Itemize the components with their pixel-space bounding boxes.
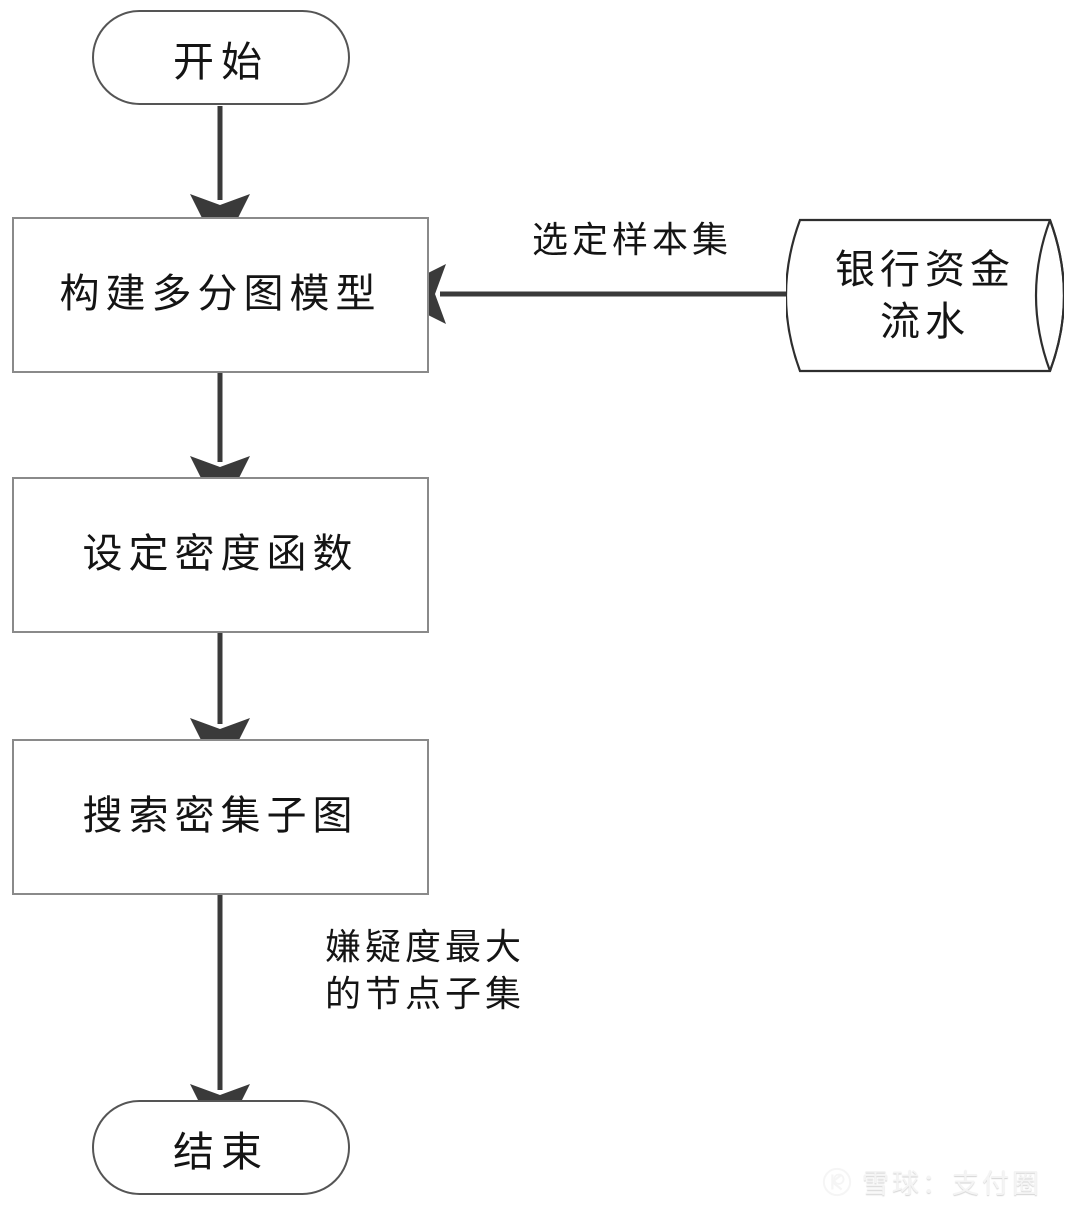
node-density-function-label: 设定密度函数 <box>82 531 359 578</box>
node-search-subgraph-label: 搜索密集子图 <box>82 793 359 840</box>
watermark-text: 雪球：支付圈 <box>862 1169 1042 1200</box>
node-end-label: 结束 <box>173 1127 269 1176</box>
node-build-model-label: 构建多分图模型 <box>59 271 382 318</box>
watermark: 雪球：支付圈 <box>822 1162 1042 1201</box>
node-build-model[interactable]: 构建多分图模型 <box>12 217 429 373</box>
node-start[interactable]: 开始 <box>92 10 350 105</box>
node-end[interactable]: 结束 <box>92 1100 350 1195</box>
node-start-label: 开始 <box>173 37 269 86</box>
node-search-subgraph[interactable]: 搜索密集子图 <box>12 739 429 895</box>
node-data-source[interactable]: 银行资金 流水 <box>784 218 1066 373</box>
edge-label-result-subset: 嫌疑度最大 的节点子集 <box>324 927 525 1015</box>
cylinder-shape-icon <box>784 218 1066 373</box>
snowball-circle-logo-icon <box>822 1167 852 1196</box>
edge-label-sample-set: 选定样本集 <box>531 220 732 261</box>
node-density-function[interactable]: 设定密度函数 <box>12 477 429 633</box>
